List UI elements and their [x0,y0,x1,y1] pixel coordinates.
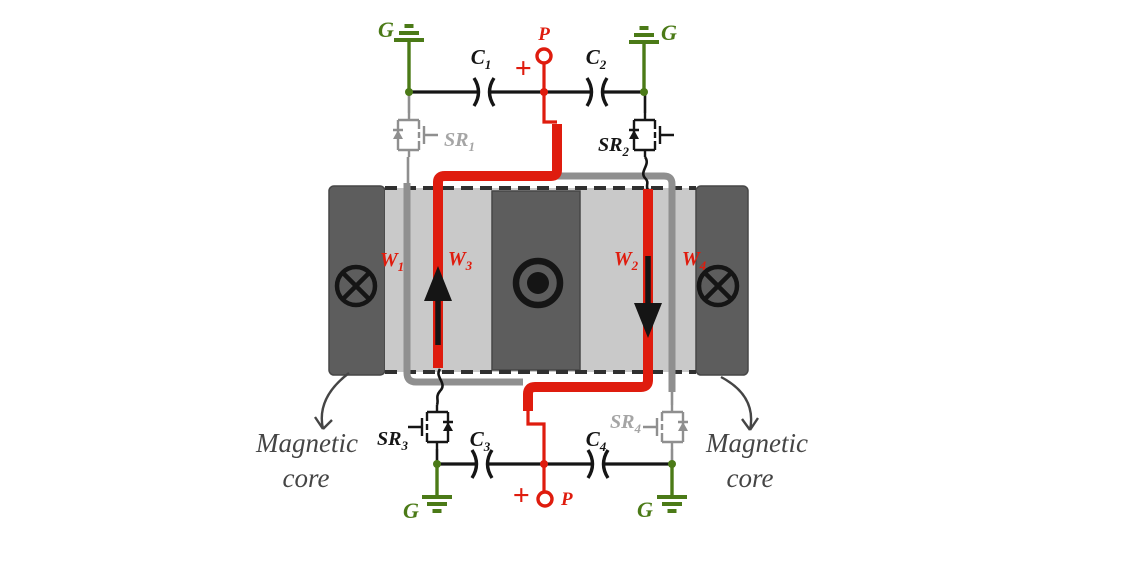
junction-p-bottom [540,460,548,468]
junction-p-top [540,88,548,96]
junction-bottom-left [433,460,441,468]
inactive-branches [391,94,690,464]
capacitor-c2-symbol [585,77,609,107]
static-circuit [392,24,689,513]
sr4-label: SR4 [610,411,641,436]
ground-bottom-left [420,464,454,513]
ground-label-bottom-left: G [403,498,419,523]
ground-label-top-left: G [378,17,394,42]
annotation-arrows [314,372,759,431]
capacitor-c2-label: C2 [586,45,607,72]
capacitor-c4-label: C4 [586,427,607,454]
p-bottom-lead [526,411,546,492]
p-label-top: P [537,24,550,45]
winding-w2-wire [523,189,653,411]
ground-top-right [627,26,661,92]
flux-into-page-left-icon [334,264,378,308]
ground-label-top-right: G [661,20,677,45]
ground-label-bottom-right: G [637,497,653,522]
active-current-path [433,47,653,508]
magnetic-core-caption-left: Magnetic core [255,428,358,493]
p-terminal-top [535,47,553,65]
mosfet-sr3 [406,403,455,451]
capacitor-c1-label: C1 [471,45,492,72]
mosfet-sr1 [391,111,440,159]
winding-w3-wire [433,124,562,368]
plus-sign-bottom: + [512,479,529,512]
sr2-to-w2-wire [642,156,650,191]
magnetic-core-pointer-right [720,375,759,431]
mosfet-sr2 [627,111,676,159]
junction-top-right [640,88,648,96]
ground-symbol [627,26,661,44]
junction-top-left [405,88,413,96]
sr1-label: SR1 [444,129,475,154]
winding-w4-label: W4 [682,248,707,273]
ground-symbol [392,24,426,42]
current-arrows [424,256,662,345]
magnetic-core-pointer-left [314,372,350,430]
ground-symbol [420,495,454,513]
svg-text:Magnetic: Magnetic [255,428,358,458]
current-arrow-down-w2 [634,256,662,338]
sr3-label: SR3 [377,428,408,453]
labels: C1 C2 C3 C4 SR1 SR2 SR3 SR4 W1 W2 W3 W4 … [255,17,808,523]
mosfet-sr4 [641,403,690,451]
p-label-bottom: P [560,489,573,510]
svg-text:core: core [283,463,330,493]
winding-w1-wire [403,183,523,386]
winding-w3-label: W3 [448,248,473,273]
magnetic-core-caption-right: Magnetic core [705,428,808,493]
winding-w1-label: W1 [380,249,404,274]
winding-w4-wire [552,172,676,392]
p-top-lead [542,63,557,124]
plus-sign-top: + [514,52,531,85]
flux-out-of-page-icon [512,257,564,309]
ground-top-left [392,24,426,92]
ground-symbol [655,495,689,513]
flux-into-page-right-icon [696,264,740,308]
capacitor-c1-symbol [472,77,496,107]
p-terminal-bottom [536,490,554,508]
capacitor-c3-symbol [470,449,494,479]
magnetic-core-assembly [328,185,749,376]
svg-text:core: core [727,463,774,493]
core-center-leg [491,190,581,371]
junction-bottom-right [668,460,676,468]
ground-bottom-right [655,464,689,513]
winding-w2-label: W2 [614,248,639,273]
current-arrow-up-w3 [424,266,452,345]
sr2-label: SR2 [598,134,629,159]
capacitor-c4-symbol [586,449,610,479]
svg-text:Magnetic: Magnetic [705,428,808,458]
w3-to-sr3-wire [435,368,444,406]
capacitor-c3-label: C3 [470,427,491,454]
